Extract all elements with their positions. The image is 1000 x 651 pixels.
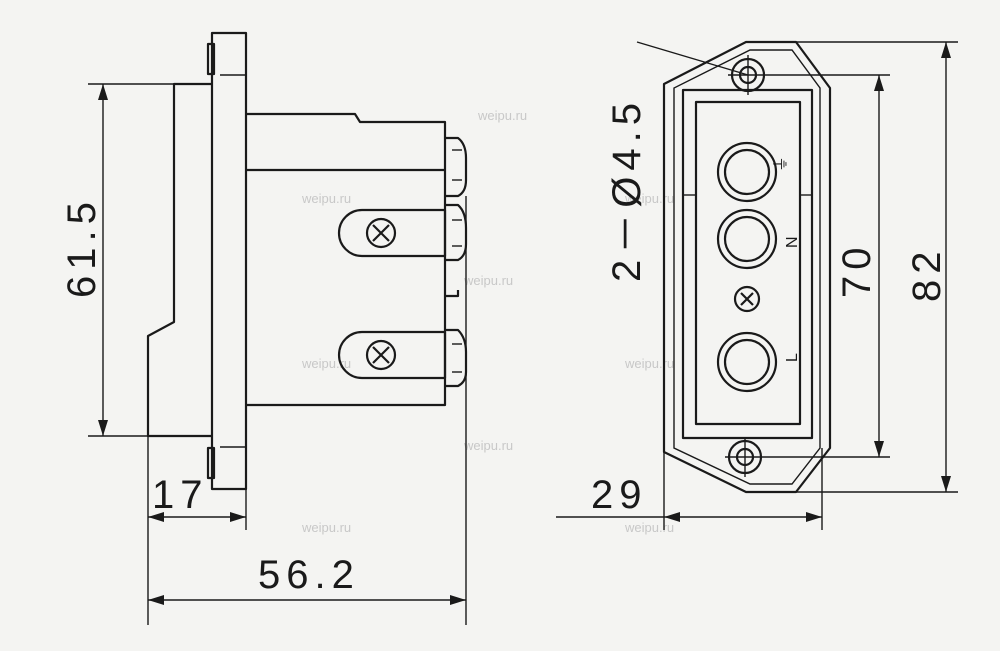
socket-live	[716, 331, 778, 393]
arrow-icon	[941, 42, 951, 58]
front-view: ⏚ N L 2－Ø4.5 70 82 29	[556, 40, 958, 530]
flange-inner-outline	[673, 49, 821, 485]
terminal-top	[445, 136, 468, 198]
arrow-icon	[148, 595, 164, 605]
watermark: weipu.ru	[624, 191, 674, 206]
dim-total-depth: 56.2	[258, 553, 360, 597]
dim-holes: 2－Ø4.5	[605, 97, 649, 282]
dim-flange-offset: 17	[152, 473, 209, 517]
arrow-icon	[450, 595, 466, 605]
leader-line	[636, 41, 749, 76]
flange-tab-bottom	[206, 446, 216, 480]
arrow-icon	[230, 512, 246, 522]
terminal-bottom	[445, 328, 468, 388]
watermark: weipu.ru	[477, 108, 527, 123]
flange-plate	[210, 31, 248, 491]
watermark: weipu.ru	[463, 438, 513, 453]
screw-cross-icon	[372, 224, 390, 242]
screw-cross-icon	[740, 292, 754, 306]
terminal-mid	[445, 203, 468, 262]
socket-neutral-inner	[723, 215, 771, 263]
watermark: weipu.ru	[301, 520, 351, 535]
side-view: 61.5 17 56.2	[60, 31, 468, 625]
dim-inner-height: 70	[835, 242, 879, 299]
watermark: weipu.ru	[624, 520, 674, 535]
screw-icon	[365, 339, 397, 371]
screw-cross-icon	[372, 346, 390, 364]
body-inner-rect	[694, 100, 802, 426]
dim-width: 29	[591, 473, 648, 517]
arrow-icon	[941, 476, 951, 492]
body-outer-rect	[681, 88, 814, 440]
screw-tab-lower	[337, 330, 447, 380]
socket-earth	[716, 141, 778, 203]
terminal-spacer	[445, 290, 460, 298]
watermark: weipu.ru	[301, 191, 351, 206]
pin-earth-label: ⏚	[772, 156, 790, 172]
dim-height-side: 61.5	[60, 196, 104, 298]
watermarks: weipu.ru weipu.ru weipu.ru weipu.ru weip…	[301, 108, 674, 535]
watermark: weipu.ru	[624, 356, 674, 371]
screw-icon	[365, 217, 397, 249]
arrow-icon	[664, 512, 680, 522]
arrow-icon	[874, 75, 884, 91]
pin-live-label: L	[784, 353, 801, 362]
center-screw-icon	[733, 285, 761, 313]
socket-earth-inner	[723, 148, 771, 196]
arrow-icon	[98, 420, 108, 436]
socket-neutral	[716, 208, 778, 270]
screw-tab-upper	[337, 208, 447, 258]
arrow-icon	[806, 512, 822, 522]
flange-tab-top	[206, 42, 216, 76]
arrow-icon	[874, 441, 884, 457]
pin-neutral-label: N	[784, 236, 801, 248]
socket-live-inner	[723, 338, 771, 386]
arrow-icon	[148, 512, 164, 522]
rear-body-outline	[146, 82, 212, 438]
watermark: weipu.ru	[463, 273, 513, 288]
arrow-icon	[98, 84, 108, 100]
front-body-outline	[246, 112, 447, 407]
dim-outer-height: 82	[905, 246, 949, 303]
